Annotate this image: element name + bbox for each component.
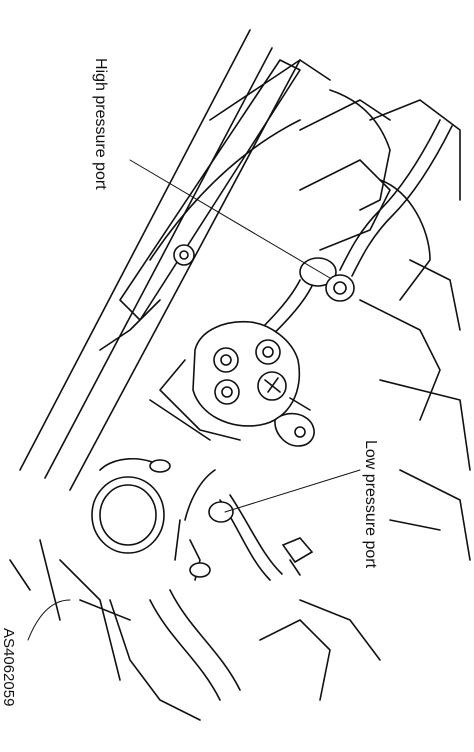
- leader-figure-code: [27, 599, 71, 641]
- leader-low-pressure: [224, 469, 361, 513]
- reservoir-cap: [91, 458, 171, 554]
- figure-code-label: AS4062059: [0, 628, 17, 706]
- high-pressure-port-label: High pressure port: [92, 58, 109, 190]
- body-rail: [19, 29, 391, 491]
- upper-structure: [299, 89, 471, 561]
- ac-compressor: [149, 320, 315, 447]
- leader-high-pressure: [129, 159, 331, 279]
- low-pressure-fitting: [184, 469, 314, 581]
- bolt: [173, 244, 195, 266]
- low-pressure-port-label: Low pressure port: [362, 440, 379, 569]
- refrigerant-hose: [254, 119, 453, 341]
- leader-lines: [27, 159, 361, 641]
- high-pressure-fitting: [299, 257, 355, 302]
- lower-structure: [9, 519, 381, 721]
